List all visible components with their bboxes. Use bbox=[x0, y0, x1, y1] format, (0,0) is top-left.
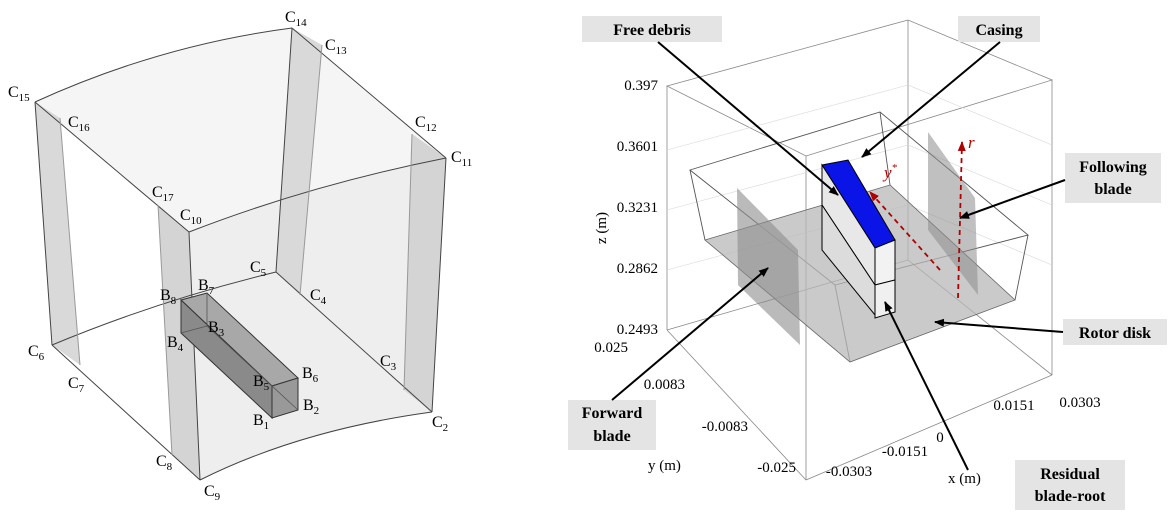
annotation-free-debris: Free debris bbox=[582, 16, 722, 42]
arrow-following-blade bbox=[959, 179, 1066, 219]
label-c4: C4 bbox=[310, 287, 327, 307]
y-star-label: y* bbox=[882, 162, 898, 182]
annotation-following-blade: Following blade bbox=[1065, 153, 1161, 203]
label-c11: C11 bbox=[451, 149, 472, 169]
label-c12: C12 bbox=[415, 114, 437, 134]
side-strip-front bbox=[158, 205, 200, 480]
y-tick-0: 0.025 bbox=[594, 340, 628, 356]
label-b6: B6 bbox=[302, 365, 319, 385]
svg-text:Forward: Forward bbox=[582, 405, 643, 422]
svg-text:Rotor disk: Rotor disk bbox=[1079, 325, 1151, 342]
svg-text:blade: blade bbox=[593, 428, 630, 445]
following-blade bbox=[928, 132, 978, 295]
annotation-casing: Casing bbox=[958, 16, 1040, 42]
svg-text:Residual: Residual bbox=[1040, 466, 1100, 483]
label-b7: B7 bbox=[198, 277, 215, 297]
arrow-forward-blade bbox=[611, 267, 769, 401]
debris-block bbox=[180, 292, 299, 420]
z-tick-3: 0.2862 bbox=[617, 261, 658, 277]
arrow-rotor-disk bbox=[934, 318, 1064, 333]
label-b8: B8 bbox=[160, 287, 177, 307]
z-tick-1: 0.3601 bbox=[617, 139, 658, 155]
right-diagram: r y* 0.397 0.3601 0.3231 0.2862 0.2493 z… bbox=[568, 16, 1167, 510]
y-tick-1: 0.0083 bbox=[644, 377, 685, 393]
annotation-forward-blade: Forward blade bbox=[568, 400, 656, 450]
z-tick-4: 0.2493 bbox=[617, 322, 658, 338]
label-c13: C13 bbox=[325, 37, 347, 57]
arrow-residual-root bbox=[884, 301, 969, 471]
x-tick-3: 0.0151 bbox=[993, 398, 1034, 414]
label-c8: C8 bbox=[156, 453, 173, 473]
side-strip-back bbox=[276, 28, 322, 295]
label-c10: C10 bbox=[180, 207, 202, 227]
label-c6: C6 bbox=[28, 343, 45, 363]
forward-blade bbox=[737, 188, 800, 345]
label-b5: B5 bbox=[253, 373, 270, 393]
r-vector bbox=[957, 141, 966, 299]
svg-text:Following: Following bbox=[1079, 159, 1147, 176]
svg-text:blade-root: blade-root bbox=[1035, 488, 1106, 505]
y-tick-3: -0.025 bbox=[757, 460, 796, 476]
svg-text:Casing: Casing bbox=[975, 22, 1022, 39]
annotation-residual-root: Residual blade-root bbox=[1015, 460, 1125, 510]
label-c7: C7 bbox=[68, 375, 85, 395]
label-c9: C9 bbox=[204, 483, 221, 503]
left-diagram: C15 C16 C14 C13 C12 C11 C17 C10 C5 C4 C6… bbox=[8, 9, 472, 503]
svg-text:Free debris: Free debris bbox=[613, 22, 690, 39]
label-c17: C17 bbox=[152, 184, 174, 204]
label-b2: B2 bbox=[303, 397, 319, 417]
z-tick-0: 0.397 bbox=[624, 78, 658, 94]
label-c15: C15 bbox=[8, 84, 30, 104]
y-tick-2: -0.0083 bbox=[702, 419, 748, 435]
y-axis-label: y (m) bbox=[648, 458, 681, 474]
z-tick-2: 0.3231 bbox=[617, 200, 658, 216]
arrow-casing bbox=[861, 41, 1001, 158]
side-strip-left bbox=[35, 102, 80, 365]
label-c14: C14 bbox=[285, 9, 307, 29]
r-label: r bbox=[968, 133, 975, 152]
label-c3: C3 bbox=[380, 353, 397, 373]
svg-text:blade: blade bbox=[1094, 181, 1131, 198]
arrow-free-debris bbox=[657, 41, 839, 196]
label-c2: C2 bbox=[432, 414, 448, 434]
annotation-rotor-disk: Rotor disk bbox=[1063, 319, 1167, 345]
x-tick-0: -0.0303 bbox=[826, 464, 872, 480]
label-b3: B3 bbox=[208, 319, 225, 339]
x-axis-label: x (m) bbox=[948, 471, 981, 487]
z-axis-label: z (m) bbox=[594, 212, 610, 244]
x-tick-4: 0.0303 bbox=[1059, 395, 1100, 411]
label-c5: C5 bbox=[250, 259, 267, 279]
label-c16: C16 bbox=[68, 114, 90, 134]
label-b4: B4 bbox=[167, 334, 184, 354]
x-tick-1: -0.0151 bbox=[882, 444, 928, 460]
x-tick-2: 0 bbox=[936, 430, 944, 446]
label-b1: B1 bbox=[253, 412, 269, 432]
